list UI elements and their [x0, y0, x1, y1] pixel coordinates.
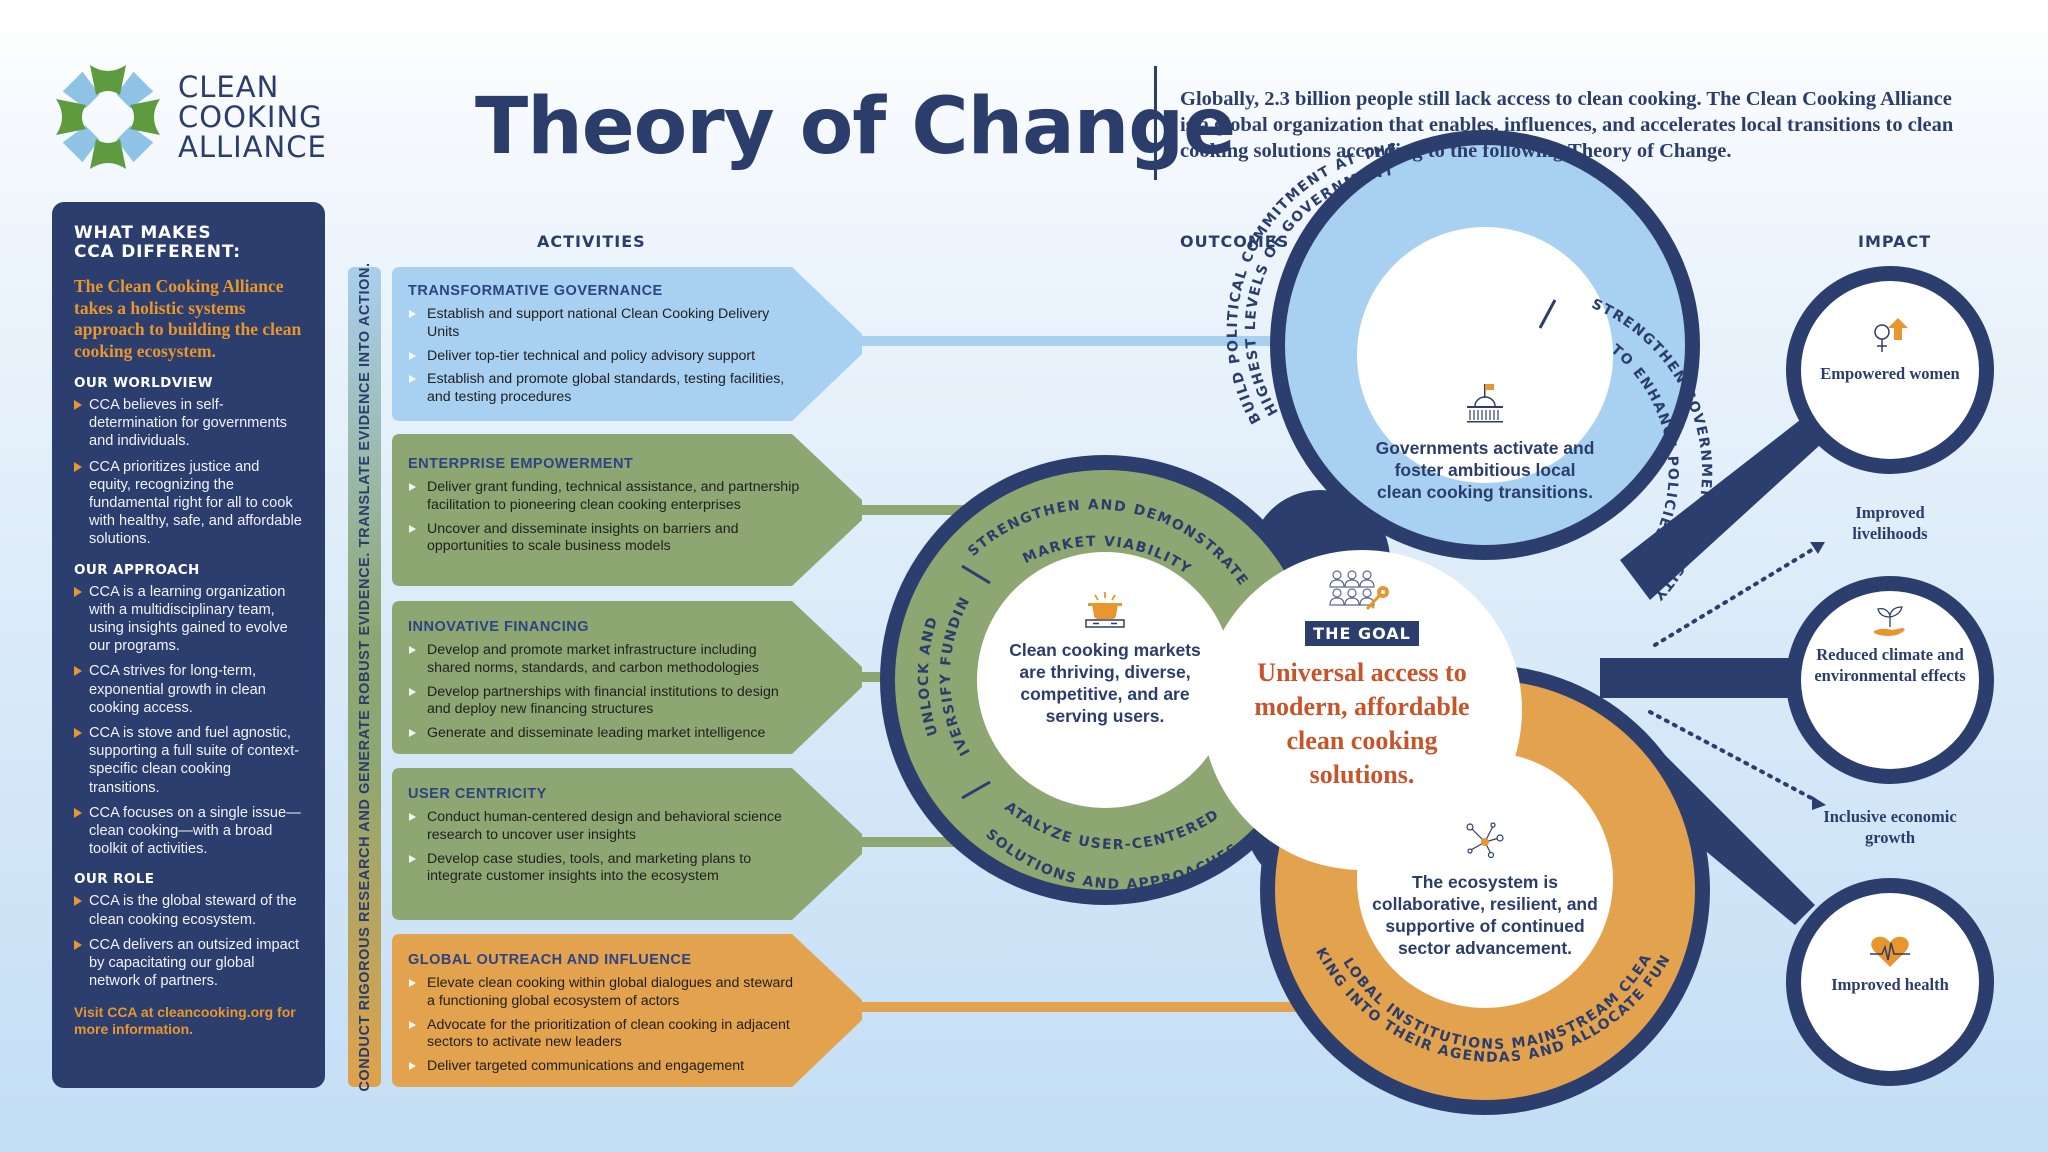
column-header-activities: ACTIVITIES — [537, 232, 646, 251]
connector-outreach — [860, 1002, 1330, 1012]
column-header-impact: IMPACT — [1858, 232, 1932, 251]
connector-governance — [860, 336, 1340, 346]
impact-label: Empowered women — [1820, 364, 1960, 383]
outcome-goal: THE GOAL Universal access to modern, aff… — [1232, 568, 1492, 792]
activity-title: ENTERPRISE EMPOWERMENT — [408, 456, 634, 472]
card-shape — [392, 934, 862, 1087]
column-header-outcomes: OUTCOMES — [1180, 232, 1290, 251]
list-item: CCA is the global steward of the clean c… — [74, 892, 305, 928]
impact-label: Improved health — [1831, 975, 1949, 994]
people-key-icon — [1329, 570, 1389, 611]
activity-title: INNOVATIVE FINANCING — [408, 619, 590, 635]
activity-item: Deliver grant funding, technical assista… — [408, 479, 802, 515]
activity-item: Generate and disseminate leading market … — [408, 725, 802, 743]
activity-item: Develop and promote market infrastructur… — [408, 642, 802, 678]
approach-list: CCA is a learning organization with a mu… — [74, 583, 305, 859]
female-arrow-icon — [1874, 318, 1908, 352]
outcome-ecosystem-text: The ecosystem is collaborative, resilien… — [1372, 872, 1598, 958]
card-shape — [392, 434, 862, 586]
connector-enterprise — [860, 505, 980, 515]
outcome-markets-text: Clean cooking markets are thriving, dive… — [1009, 640, 1201, 726]
list-item: CCA delivers an outsized impact by capac… — [74, 936, 305, 991]
activity-item: Elevate clean cooking within global dial… — [408, 975, 802, 1011]
activity-title: USER CENTRICITY — [408, 786, 547, 802]
activity-card-financing: INNOVATIVE FINANCING Develop and promote… — [392, 601, 862, 754]
activity-item: Develop partnerships with financial inst… — [408, 684, 802, 720]
activity-card-governance: TRANSFORMATIVE GOVERNANCE Establish and … — [392, 267, 862, 421]
activity-item: Deliver targeted communications and enga… — [408, 1058, 802, 1076]
impact-connector-mid — [1600, 658, 1820, 698]
section-title-role: OUR ROLE — [74, 871, 155, 888]
card-shape — [392, 601, 862, 754]
list-item: CCA believes in self-determination for g… — [74, 396, 305, 451]
list-item: CCA focuses on a single issue—clean cook… — [74, 804, 305, 859]
connector-user — [860, 837, 980, 847]
worldview-list: CCA believes in self-determination for g… — [74, 396, 305, 549]
goal-text: Universal access to modern, affordable c… — [1254, 658, 1470, 789]
impact-empowered-women: Empowered women — [1810, 318, 1970, 384]
sidebar-heading: WHAT MAKES CCA DIFFERENT: — [74, 223, 241, 262]
list-item: CCA strives for long-term, exponential g… — [74, 662, 305, 717]
list-item: CCA is stove and fuel agnostic, supporti… — [74, 724, 305, 797]
activity-item: Advocate for the prioritization of clean… — [408, 1017, 802, 1053]
heartbeat-icon — [1870, 936, 1910, 967]
outcome-government: Governments activate and foster ambitiou… — [1375, 382, 1595, 503]
activity-item: Establish and promote global standards, … — [408, 371, 802, 407]
capitol-icon — [1467, 384, 1503, 423]
activity-item: Conduct human-centered design and behavi… — [408, 809, 802, 845]
outcome-ecosystem: The ecosystem is collaborative, resilien… — [1370, 822, 1600, 959]
role-list: CCA is the global steward of the clean c… — [74, 892, 305, 990]
logo-wordmark: CLEAN COOKING ALLIANCE — [178, 72, 327, 162]
logo-line: ALLIANCE — [178, 130, 327, 164]
page-title: Theory of Change — [475, 82, 1236, 172]
impact-improved-livelihoods: Improved livelihoods — [1852, 503, 1928, 543]
hand-sprout-icon — [1874, 606, 1905, 636]
card-shape — [392, 267, 862, 421]
network-icon — [1466, 822, 1504, 859]
activity-item: Deliver top-tier technical and policy ad… — [408, 348, 802, 366]
section-title-approach: OUR APPROACH — [74, 561, 200, 578]
activity-item: Develop case studies, tools, and marketi… — [408, 851, 802, 887]
cookstove-icon — [1085, 592, 1125, 628]
impact-inclusive-growth: Inclusive economic growth — [1823, 807, 1957, 847]
activity-item: Establish and support national Clean Coo… — [408, 306, 802, 342]
list-item: CCA is a learning organization with a mu… — [74, 583, 305, 656]
cca-logo[interactable]: CLEAN COOKING ALLIANCE — [52, 62, 332, 172]
outcome-markets: Clean cooking markets are thriving, dive… — [1000, 592, 1210, 727]
list-item: CCA prioritizes justice and equity, reco… — [74, 458, 305, 549]
activity-title: TRANSFORMATIVE GOVERNANCE — [408, 283, 663, 299]
outcome-government-text: Governments activate and foster ambitiou… — [1375, 438, 1595, 502]
sidebar-what-makes-cca-different: WHAT MAKES CCA DIFFERENT: The Clean Cook… — [52, 202, 325, 1088]
impact-connector-top — [1620, 420, 1820, 600]
impact-label: Reduced climate and environmental effect… — [1814, 645, 1966, 685]
evidence-bar: CONDUCT RIGOROUS RESEARCH AND GENERATE R… — [348, 262, 381, 1092]
activity-title: GLOBAL OUTREACH AND INFLUENCE — [408, 952, 692, 968]
title-divider — [1154, 66, 1157, 180]
card-shape — [392, 768, 862, 920]
impact-climate: Reduced climate and environmental effect… — [1810, 605, 1970, 686]
intro-text: Globally, 2.3 billion people still lack … — [1180, 88, 1954, 162]
sidebar-lead: The Clean Cooking Alliance takes a holis… — [74, 276, 302, 361]
activity-card-outreach: GLOBAL OUTREACH AND INFLUENCE Elevate cl… — [392, 934, 862, 1087]
impact-health: Improved health — [1810, 935, 1970, 995]
logo-line: CLEAN — [178, 70, 280, 104]
activity-card-user-centricity: USER CENTRICITY Conduct human-centered d… — [392, 768, 862, 920]
cca-logo-icon — [56, 65, 160, 169]
activity-item: Uncover and disseminate insights on barr… — [408, 521, 802, 557]
visit-link[interactable]: Visit CCA at cleancooking.org for more i… — [74, 1004, 296, 1038]
goal-circle — [1202, 550, 1522, 870]
section-title-worldview: OUR WORLDVIEW — [74, 375, 213, 391]
goal-badge: THE GOAL — [1305, 621, 1419, 646]
logo-line: COOKING — [178, 100, 323, 134]
activity-card-enterprise: ENTERPRISE EMPOWERMENT Deliver grant fun… — [392, 434, 862, 586]
evidence-bar-text: CONDUCT RIGOROUS RESEARCH AND GENERATE R… — [356, 262, 373, 1092]
